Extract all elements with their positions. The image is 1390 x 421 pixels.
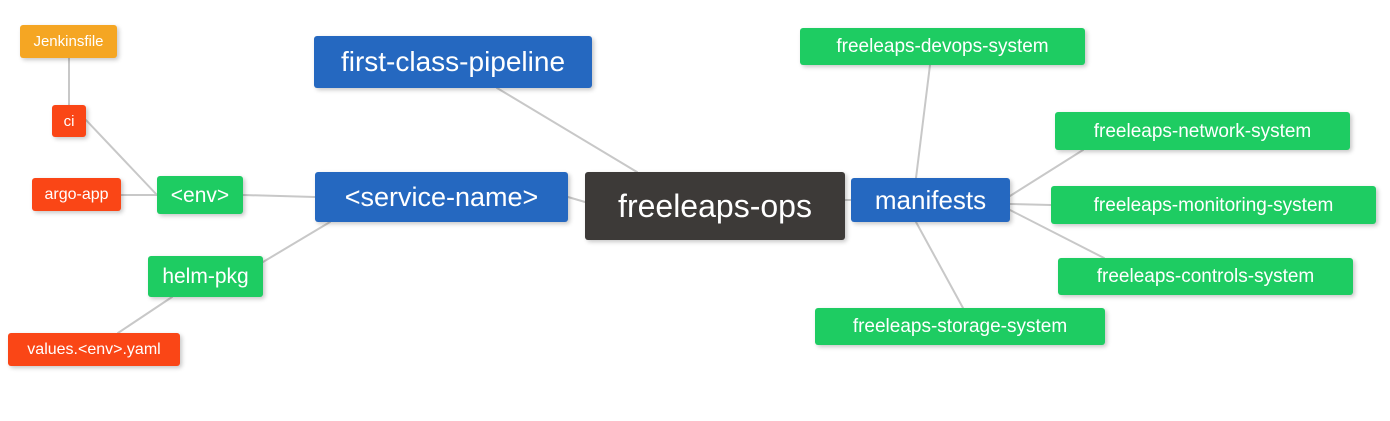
node-argo-app[interactable]: argo-app — [32, 178, 121, 211]
edge-manifests-to-devops-system — [915, 64, 931, 179]
node-controls-system[interactable]: freeleaps-controls-system — [1058, 258, 1353, 295]
node-jenkinsfile[interactable]: Jenkinsfile — [20, 25, 117, 58]
node-devops-system[interactable]: freeleaps-devops-system — [800, 28, 1085, 65]
node-ci[interactable]: ci — [52, 105, 86, 137]
node-helm-pkg[interactable]: helm-pkg — [148, 256, 263, 297]
edge-manifests-to-monitoring-system — [1009, 203, 1052, 206]
edge-first-class-pipeline-to-freeleaps-ops — [496, 87, 638, 173]
edge-helm-pkg-to-values-yaml — [117, 296, 173, 334]
edge-service-name-to-freeleaps-ops — [567, 196, 586, 203]
node-values-yaml[interactable]: values.<env>.yaml — [8, 333, 180, 366]
node-manifests[interactable]: manifests — [851, 178, 1010, 222]
node-network-system[interactable]: freeleaps-network-system — [1055, 112, 1350, 150]
node-env[interactable]: <env> — [157, 176, 243, 214]
node-freeleaps-ops[interactable]: freeleaps-ops — [585, 172, 845, 240]
edge-service-name-to-helm-pkg — [262, 221, 331, 263]
node-service-name[interactable]: <service-name> — [315, 172, 568, 222]
node-storage-system[interactable]: freeleaps-storage-system — [815, 308, 1105, 345]
node-first-class-pipeline[interactable]: first-class-pipeline — [314, 36, 592, 88]
node-monitoring-system[interactable]: freeleaps-monitoring-system — [1051, 186, 1376, 224]
edge-env-to-service-name — [242, 194, 316, 198]
edge-manifests-to-storage-system — [915, 221, 964, 309]
